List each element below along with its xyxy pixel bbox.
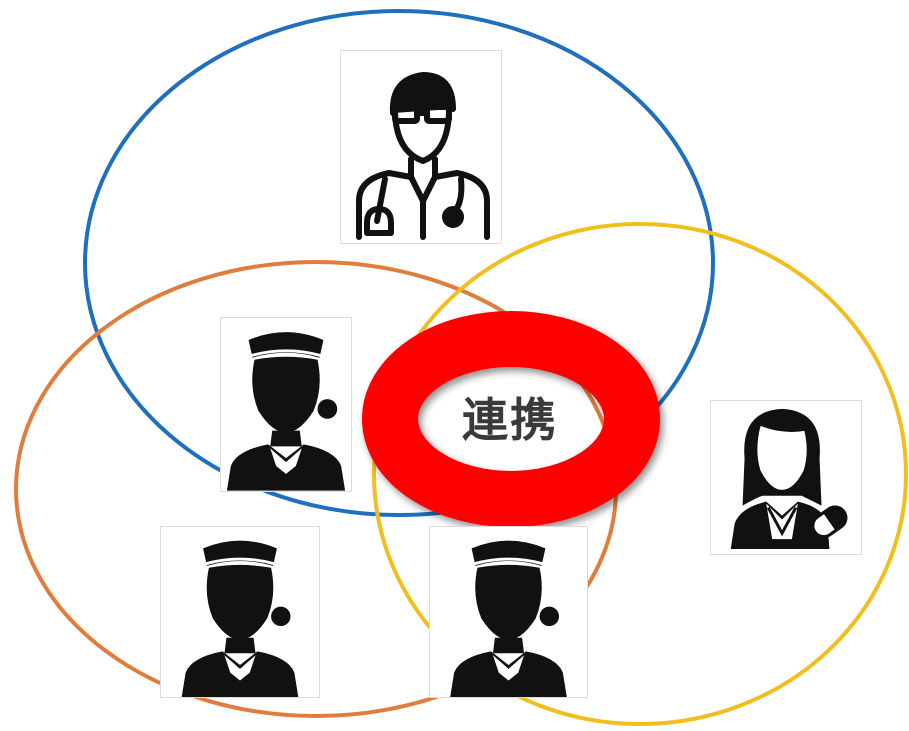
- nurse-icon: [226, 332, 346, 491]
- pharmacist-icon: [730, 408, 848, 550]
- pharmacist-circle: [372, 222, 908, 726]
- doctor-card: [340, 50, 502, 244]
- center-label: 連携: [462, 393, 558, 447]
- nurse-card-left: [160, 526, 320, 698]
- doctor-circle: [83, 9, 715, 517]
- pharmacist-card: [710, 400, 862, 555]
- nurse-card-top: [220, 317, 352, 492]
- nurse-card-center: [429, 526, 588, 698]
- doctor-icon: [356, 72, 490, 240]
- core-ring: [362, 311, 660, 527]
- nurse-icon: [181, 540, 299, 697]
- nurse-icon: [450, 540, 567, 697]
